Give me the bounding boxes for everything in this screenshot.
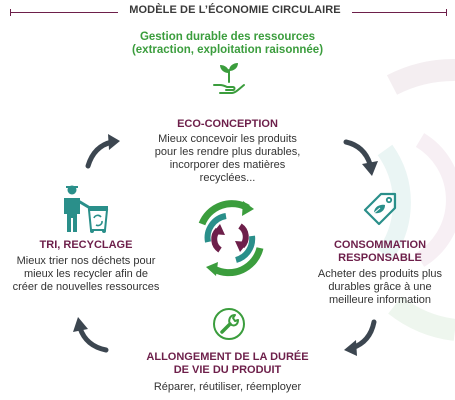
eco-conception-title: ECO-CONCEPTION bbox=[177, 118, 278, 130]
consommation-title-2: RESPONSABLE bbox=[338, 252, 422, 264]
resources-line-2: (extraction, exploitation raisonnée) bbox=[131, 44, 324, 56]
eco-conception-desc-1: Mieux concevoir les produits bbox=[158, 133, 297, 145]
header-tick-left bbox=[10, 9, 11, 16]
consommation-desc-2: durables grâce à une bbox=[328, 281, 432, 293]
consommation-desc-1: Acheter des produits plus bbox=[317, 268, 443, 280]
price-tag-leaf-icon bbox=[363, 192, 397, 226]
header-tick-right bbox=[446, 9, 447, 16]
resources-line-1: Gestion durable des ressources bbox=[139, 31, 316, 43]
recycling-cycle-icon bbox=[198, 200, 264, 277]
tri-recyclage-desc-3: créer de nouvelles ressources bbox=[12, 281, 160, 293]
cycle-arrow-bottom-right bbox=[344, 319, 377, 356]
consommation-title-1: CONSOMMATION bbox=[333, 239, 427, 251]
hand-plant-icon bbox=[213, 63, 245, 94]
header-rule-right bbox=[352, 12, 447, 13]
allongement-title-2: DE VIE DU PRODUIT bbox=[173, 364, 282, 376]
worker-recycling-bin-icon bbox=[64, 185, 109, 233]
eco-conception-desc-4: recyclées... bbox=[199, 172, 256, 184]
wrench-icon bbox=[213, 308, 245, 340]
cycle-arrow-bottom-left bbox=[73, 317, 109, 353]
tri-recyclage-desc-2: mieux les recycler afin de bbox=[23, 268, 149, 280]
eco-conception-desc-3: incorporer des matières bbox=[169, 159, 286, 171]
diagram-title: MODÈLE DE L’ÉCONOMIE CIRCULAIRE bbox=[129, 4, 341, 16]
consommation-desc-3: meilleure information bbox=[328, 294, 432, 306]
cycle-arrow-top-left bbox=[85, 134, 120, 169]
allongement-title-1: ALLONGEMENT DE LA DURÉE bbox=[146, 351, 309, 363]
cycle-arrow-top-right bbox=[343, 139, 378, 176]
header-rule-left bbox=[10, 12, 118, 13]
eco-conception-desc-2: pour les rendre plus durables, bbox=[154, 146, 301, 158]
tri-recyclage-desc-1: Mieux trier nos déchets pour bbox=[16, 255, 156, 267]
tri-recyclage-title: TRI, RECYCLAGE bbox=[39, 239, 133, 251]
allongement-desc: Réparer, réutiliser, réemployer bbox=[153, 381, 302, 393]
